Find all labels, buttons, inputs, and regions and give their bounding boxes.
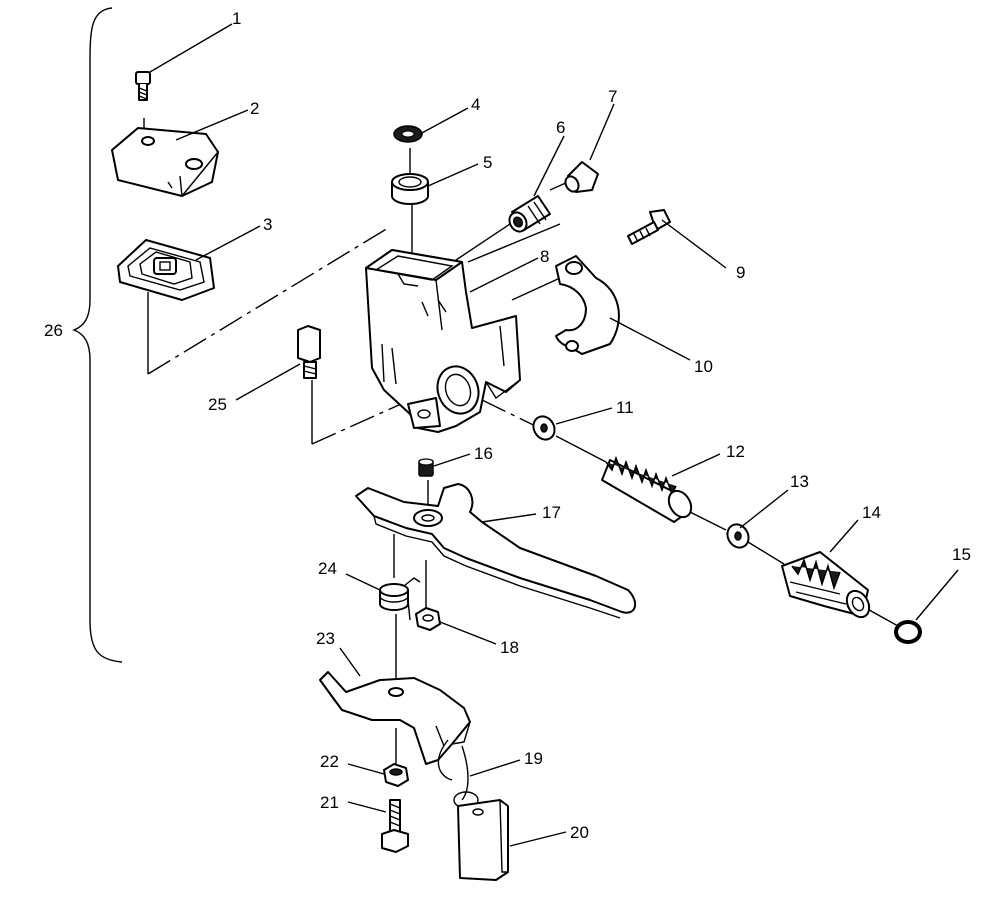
part-9-clamp-bolt bbox=[627, 209, 671, 245]
part-label-11: 11 bbox=[616, 398, 634, 417]
callout-leaders bbox=[149, 23, 959, 847]
part-1-cover-screw bbox=[135, 71, 151, 101]
part-15-snap-ring bbox=[894, 620, 922, 644]
part-label-12: 12 bbox=[726, 442, 745, 461]
part-label-22: 22 bbox=[320, 752, 339, 771]
part-label-19: 19 bbox=[524, 749, 543, 768]
part-16-bushing bbox=[418, 458, 434, 477]
part-label-24: 24 bbox=[318, 559, 337, 578]
part-24-lever-spring bbox=[379, 577, 421, 621]
part-18-lock-nut bbox=[415, 607, 441, 631]
part-label-17: 17 bbox=[542, 503, 561, 522]
part-7-boot bbox=[564, 161, 599, 193]
part-label-8: 8 bbox=[540, 247, 549, 266]
part-label-18: 18 bbox=[500, 638, 519, 657]
part-label-26: 26 bbox=[44, 321, 63, 340]
part-10-handlebar-clamp bbox=[555, 255, 620, 355]
part-2-reservoir-cover bbox=[111, 127, 219, 197]
part-label-1: 1 bbox=[232, 9, 241, 28]
part-14-piston bbox=[781, 551, 871, 619]
part-label-9: 9 bbox=[736, 263, 745, 282]
part-label-20: 20 bbox=[570, 823, 589, 842]
part-label-7: 7 bbox=[608, 87, 617, 106]
part-label-4: 4 bbox=[471, 95, 480, 114]
part-label-3: 3 bbox=[263, 215, 272, 234]
part-label-16: 16 bbox=[474, 444, 493, 463]
part-13-washer bbox=[726, 523, 750, 549]
part-label-15: 15 bbox=[952, 545, 971, 564]
part-25-mounting-bolt bbox=[297, 325, 321, 379]
part-22-nut bbox=[383, 763, 409, 787]
part-3-diaphragm bbox=[117, 239, 215, 301]
part-label-10: 10 bbox=[694, 357, 713, 376]
part-label-13: 13 bbox=[790, 472, 809, 491]
part-12-piston-spring bbox=[601, 455, 693, 523]
part-label-25: 25 bbox=[208, 395, 227, 414]
part-21-pivot-bolt bbox=[381, 799, 409, 853]
part-23-bracket bbox=[319, 671, 471, 765]
part-label-2: 2 bbox=[250, 99, 259, 118]
part-8-master-cylinder-body bbox=[365, 249, 521, 433]
assembly-bracket bbox=[72, 7, 123, 663]
part-20-tag bbox=[457, 799, 509, 881]
part-label-23: 23 bbox=[316, 629, 335, 648]
part-label-14: 14 bbox=[862, 503, 881, 522]
part-4-washer bbox=[393, 125, 423, 143]
part-label-5: 5 bbox=[483, 153, 492, 172]
part-6-fitting bbox=[508, 195, 551, 233]
part-5-cup-seal bbox=[391, 173, 429, 205]
part-number-labels: 1 2 3 4 5 6 7 8 9 10 11 12 13 14 15 16 1… bbox=[44, 9, 971, 842]
part-17-brake-lever bbox=[355, 483, 637, 619]
part-label-21: 21 bbox=[320, 793, 339, 812]
part-label-6: 6 bbox=[556, 118, 565, 137]
part-11-washer bbox=[532, 415, 556, 441]
